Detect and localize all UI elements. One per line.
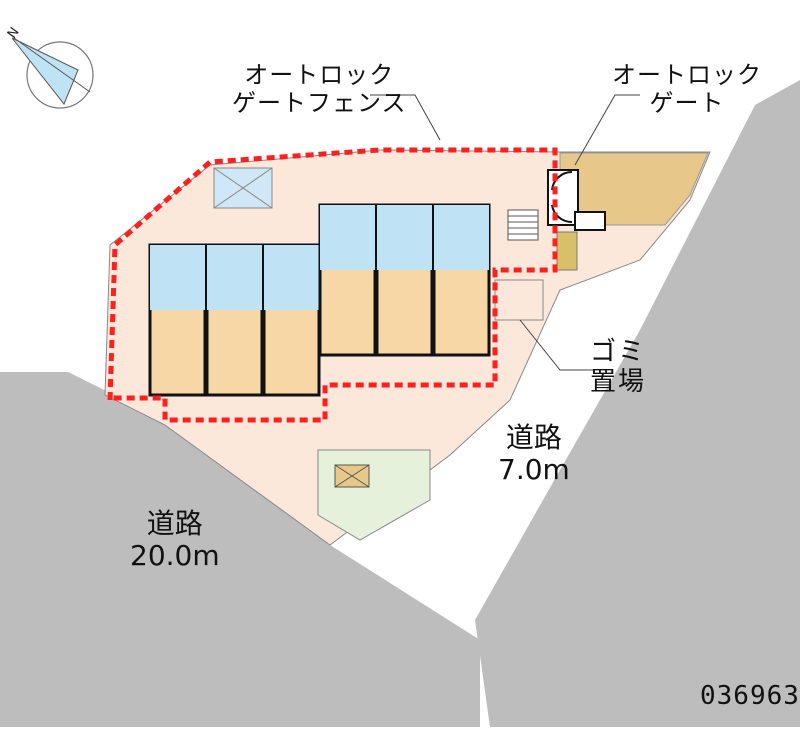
units-lower-row (148, 243, 321, 397)
leader-garbage (519, 319, 595, 371)
label-road-7m: 道路 7.0m (498, 421, 570, 487)
road-7m (475, 80, 800, 727)
north-letter: N (5, 25, 23, 42)
compass-icon: N (5, 25, 94, 109)
autolock-fence-line (107, 147, 558, 423)
label-autolock-gate: オートロック ゲート (612, 61, 762, 117)
leader-gate-fence (370, 94, 441, 141)
leader-gate (574, 94, 640, 166)
stairs (507, 209, 539, 241)
small-planter (556, 231, 578, 271)
road-20m (0, 372, 480, 727)
label-garbage-area: ゴミ 置場 (590, 337, 647, 397)
label-autolock-gate-fence: オートロック ゲートフェンス (232, 61, 407, 117)
property-code: 036963 (700, 681, 800, 711)
units-upper-row (318, 203, 491, 357)
label-road-20m: 道路 20.0m (130, 507, 220, 573)
